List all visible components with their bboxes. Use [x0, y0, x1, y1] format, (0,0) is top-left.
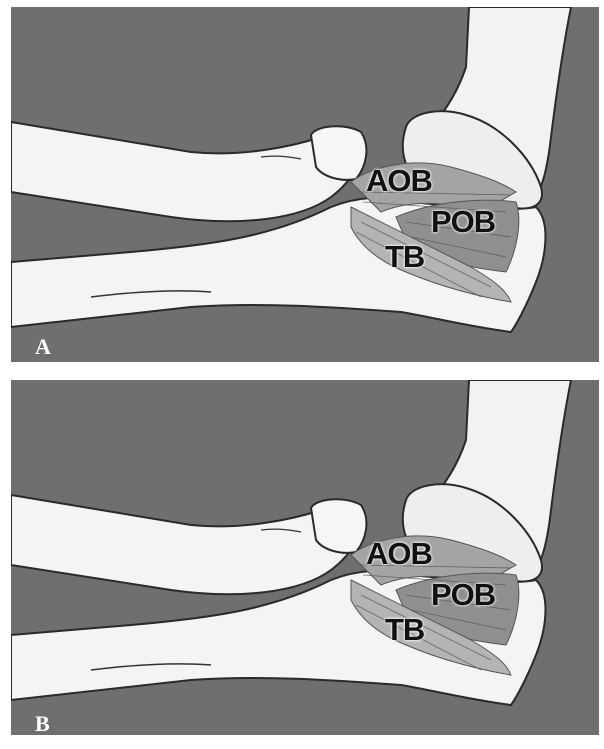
- radial-head: [311, 499, 366, 553]
- label-aob: AOB: [366, 538, 432, 569]
- label-tb: TB: [385, 614, 424, 645]
- label-pob: POB: [431, 206, 495, 237]
- radial-head: [311, 126, 366, 180]
- label-aob: AOB: [366, 165, 432, 196]
- panel-b: AOB POB TB B: [11, 380, 599, 735]
- elbow-illustration: [11, 7, 599, 362]
- elbow-illustration: [11, 380, 599, 735]
- panel-letter: B: [35, 713, 50, 735]
- panel-a: AOB POB TB A: [11, 7, 599, 362]
- panel-letter: A: [35, 336, 51, 358]
- label-pob: POB: [431, 579, 495, 610]
- label-tb: TB: [385, 241, 424, 272]
